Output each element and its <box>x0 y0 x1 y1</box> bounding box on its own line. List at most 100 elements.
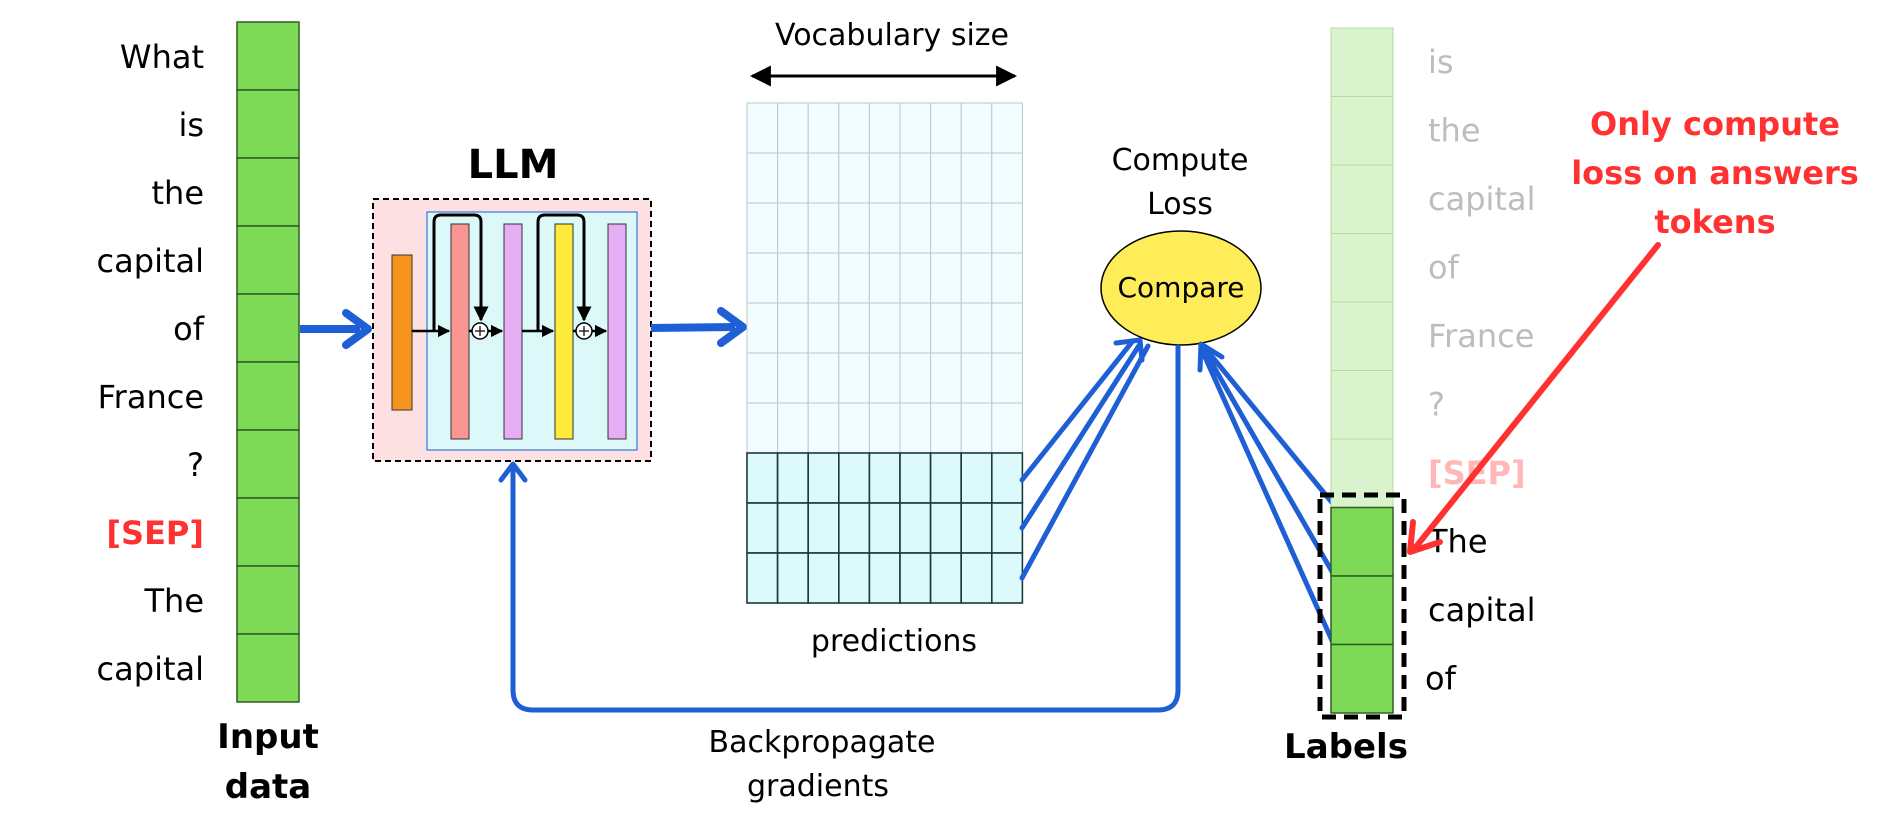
prediction-cell <box>991 202 1023 254</box>
prediction-cell-answer <box>960 502 993 554</box>
input-token-cell <box>236 293 300 363</box>
llm-block <box>372 198 652 462</box>
prediction-cell <box>991 252 1023 304</box>
prediction-cell-answer <box>929 452 962 504</box>
prediction-cell <box>746 202 779 254</box>
input-token-cell <box>236 89 300 159</box>
prediction-cell <box>930 352 962 404</box>
prediction-cell <box>807 302 840 354</box>
prediction-cell <box>746 402 779 454</box>
prediction-cell <box>746 352 779 404</box>
label-token-faded: of <box>1428 249 1460 287</box>
label-token-cell-answer <box>1330 643 1394 714</box>
input-token-label: capital <box>97 242 204 280</box>
prediction-cell <box>807 352 840 404</box>
compute-loss-line1: Compute <box>1112 143 1249 178</box>
prediction-cell-answer <box>868 552 901 604</box>
prediction-cell <box>899 102 932 154</box>
prediction-cell <box>991 302 1023 354</box>
input-token-column <box>236 21 300 703</box>
prediction-cell <box>960 252 993 304</box>
label-token-answer: capital <box>1428 591 1535 629</box>
backpropagate-arrow <box>498 344 1181 713</box>
prediction-cell <box>746 152 779 204</box>
prediction-cell <box>868 402 901 454</box>
prediction-cell <box>960 352 993 404</box>
prediction-cell-answer <box>990 502 1024 554</box>
attention-layer-bar-1 <box>450 223 470 440</box>
prediction-cell-answer <box>868 502 901 554</box>
prediction-cell <box>899 302 932 354</box>
labels-caption: Labels <box>1284 727 1408 767</box>
labels-token-column <box>1330 27 1394 714</box>
label-token-faded: France <box>1428 317 1534 355</box>
prediction-cell <box>807 202 840 254</box>
prediction-cell <box>899 252 932 304</box>
input-token-cell <box>236 565 300 635</box>
prediction-cell <box>960 202 993 254</box>
compute-loss-line2: Loss <box>1147 187 1213 222</box>
input-caption-line2: data <box>225 767 311 807</box>
prediction-cell <box>777 152 809 204</box>
input-token-cell <box>236 497 300 567</box>
norm-layer-bar-1 <box>503 223 523 440</box>
embedding-layer-bar <box>391 254 413 411</box>
prediction-cell <box>807 152 840 204</box>
prediction-cell <box>868 302 901 354</box>
prediction-cell-answer <box>776 502 809 554</box>
prediction-cell <box>777 302 809 354</box>
prediction-cell <box>991 352 1023 404</box>
prediction-cell <box>777 402 809 454</box>
prediction-cell <box>960 402 993 454</box>
label-token-cell-faded <box>1330 438 1394 508</box>
prediction-cell-answer <box>776 552 809 604</box>
input-token-cell <box>236 633 300 703</box>
label-token-cell-answer <box>1330 575 1394 646</box>
prediction-cell-answer <box>899 452 932 504</box>
residual-add-node-1 <box>471 322 489 340</box>
prediction-cell-answer <box>837 552 871 604</box>
prediction-cell <box>807 402 840 454</box>
backpropagate-line2: gradients <box>747 769 889 804</box>
prediction-cell-answer <box>868 452 901 504</box>
prediction-cell <box>777 252 809 304</box>
prediction-cell <box>838 402 870 454</box>
prediction-cell <box>899 352 932 404</box>
prediction-cell <box>868 202 901 254</box>
input-token-cell <box>236 225 300 295</box>
prediction-cell-answer <box>746 452 779 504</box>
vocabulary-size-label: Vocabulary size <box>775 18 1009 53</box>
prediction-cell <box>777 352 809 404</box>
input-token-label: France <box>98 378 204 416</box>
label-token-faded: is <box>1428 43 1454 81</box>
prediction-cell <box>838 102 870 154</box>
prediction-cell <box>960 102 993 154</box>
label-token-cell-faded <box>1330 96 1394 166</box>
prediction-cell <box>930 202 962 254</box>
label-token-cell-faded <box>1330 233 1394 303</box>
prediction-cell-answer <box>960 452 993 504</box>
prediction-cell-answer <box>776 452 809 504</box>
prediction-cell <box>807 102 840 154</box>
prediction-cell-answer <box>837 452 871 504</box>
note-line3: tokens <box>1654 203 1775 241</box>
prediction-cell <box>930 302 962 354</box>
label-token-faded: ? <box>1428 386 1445 424</box>
prediction-cell <box>991 402 1023 454</box>
prediction-cell-answer <box>837 502 871 554</box>
prediction-cell-answer <box>960 552 993 604</box>
label-token-cell-faded <box>1330 27 1394 97</box>
prediction-cell <box>930 102 962 154</box>
prediction-cell <box>838 202 870 254</box>
predictions-label: predictions <box>811 624 977 659</box>
prediction-cell-answer <box>899 552 932 604</box>
note-line1: Only compute <box>1590 105 1840 143</box>
residual-add-node-2 <box>575 322 593 340</box>
prediction-cell <box>777 102 809 154</box>
predictions-grid <box>746 102 1024 604</box>
label-token-cell-faded <box>1330 370 1394 440</box>
input-token-label: ? <box>187 446 204 484</box>
prediction-cell <box>899 152 932 204</box>
